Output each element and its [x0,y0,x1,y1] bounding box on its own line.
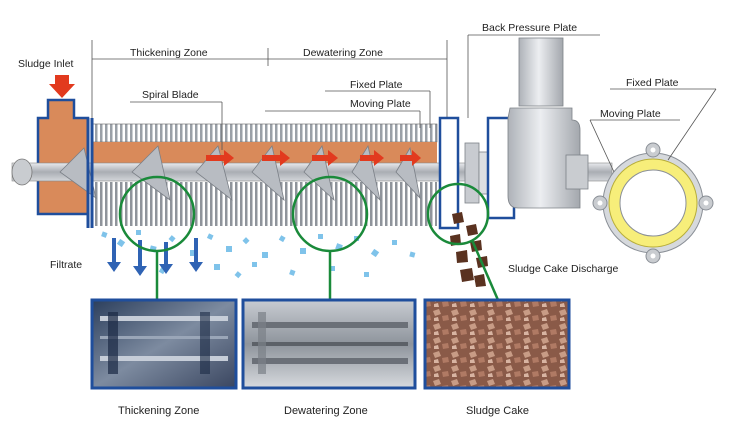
spiral-blade-label: Spiral Blade [142,89,199,101]
sludge-cake-falling [450,212,488,287]
inlet-arrow [49,75,75,98]
photo-dewatering-zone [241,298,417,390]
plate-ring-detail [592,142,714,264]
inlet-hopper [36,98,90,216]
fixed-plate-label: Fixed Plate [350,79,403,91]
back-pressure-plate [464,142,480,204]
flow-arrows [206,150,421,166]
zone-dimension-lines [91,40,448,118]
motor-gearbox [507,107,581,209]
drum-bottom-plates [92,182,437,226]
photo-sludge-cake [423,298,571,390]
ring-moving-plate-label: Moving Plate [600,108,661,120]
thickening-zone-label: Thickening Zone [130,47,208,59]
shaft-end-cap [11,158,33,186]
back-pressure-plate-label: Back Pressure Plate [482,22,577,34]
photo-thickening-zone [90,298,238,390]
motor-top [518,37,564,107]
ring-fixed-plate-label: Fixed Plate [626,77,679,89]
dewatering-zone-label: Dewatering Zone [303,47,383,59]
end-flange [438,116,460,230]
drum-top-plates [91,123,438,143]
filtrate-arrows [107,238,203,276]
zoom-indicators [118,175,500,301]
caption-thickening-zone: Thickening Zone [118,405,199,417]
moving-plate-label: Moving Plate [350,98,411,110]
filtrate-label: Filtrate [50,259,82,271]
sludge-inlet-label: Sludge Inlet [18,58,74,70]
filtrate-particles [101,230,416,279]
caption-sludge-cake: Sludge Cake [466,405,529,417]
sludge-cake-discharge-label: Sludge Cake Discharge [508,263,618,275]
caption-dewatering-zone: Dewatering Zone [284,405,368,417]
